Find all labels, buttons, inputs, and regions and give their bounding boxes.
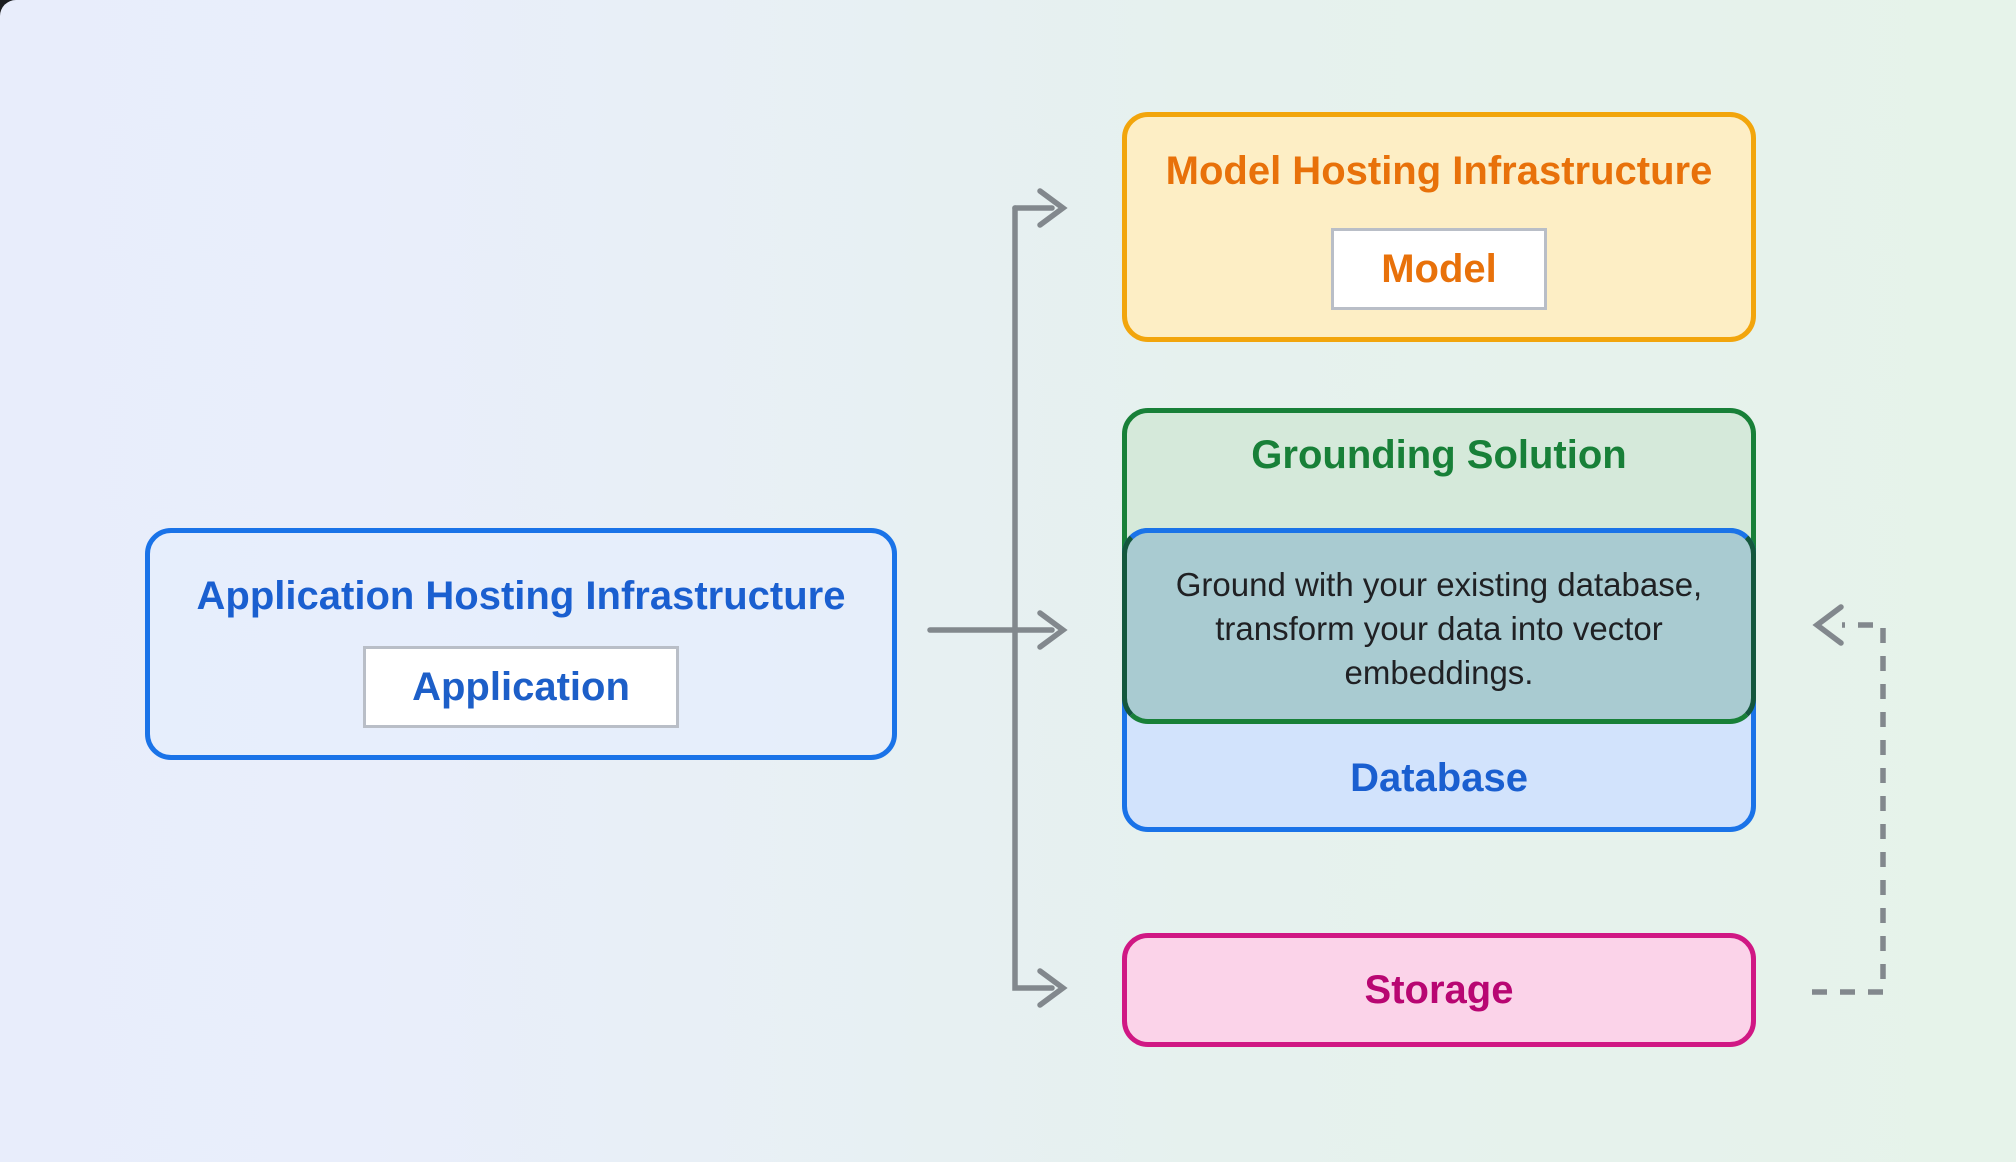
- application-node-label: Application: [412, 664, 630, 709]
- database-label: Database: [1350, 756, 1528, 800]
- application-hosting-title: Application Hosting Infrastructure: [196, 574, 846, 618]
- arrowhead-to-grounding: [1037, 610, 1068, 650]
- model-node-label: Model: [1381, 246, 1497, 291]
- arrowhead-to-storage: [1037, 968, 1068, 1008]
- solid-branch-arrow: [927, 188, 1068, 1008]
- storage-box: [1122, 933, 1756, 1047]
- dashed-feedback-arrow: [1812, 604, 1886, 995]
- grounding-solution-title: Grounding Solution: [1251, 433, 1627, 477]
- model-hosting-title: Model Hosting Infrastructure: [1165, 149, 1713, 193]
- grounding-database-overlap: [1122, 528, 1756, 724]
- arrowhead-to-model: [1037, 188, 1068, 228]
- model-node: Model: [1331, 228, 1547, 310]
- grounding-description: Ground with your existing database, tran…: [1175, 566, 1703, 691]
- arrowhead-to-database: [1812, 604, 1844, 646]
- application-node: Application: [363, 646, 679, 728]
- storage-label: Storage: [1364, 968, 1514, 1012]
